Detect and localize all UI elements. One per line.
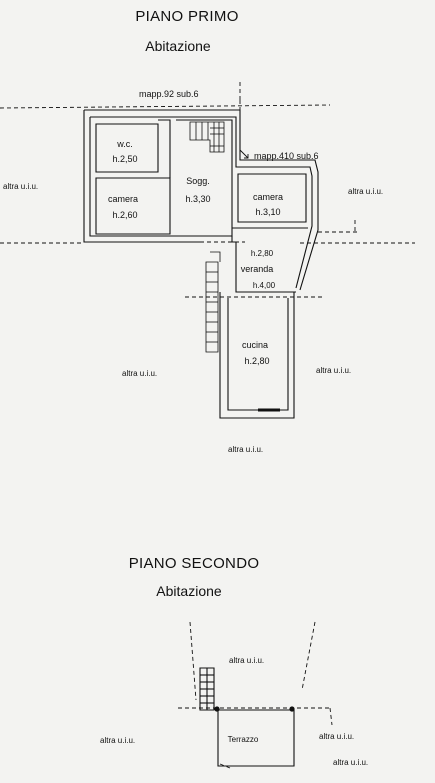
parcel-label-b: mapp.410 sub.6 [254, 151, 319, 161]
room-soggiorno-name: Sogg. [186, 176, 210, 186]
room-camera-right-height: h.3,10 [255, 207, 281, 217]
floor2-neighbor-top: altra u.i.u. [229, 656, 265, 665]
stairs-upper [189, 121, 225, 153]
veranda-height-bottom: h.4,00 [252, 281, 276, 290]
room-soggiorno-height: h.3,30 [185, 194, 211, 204]
building-walls [83, 109, 319, 419]
neighbor-bottom: altra u.i.u. [228, 445, 264, 454]
stairs-lower [205, 251, 221, 353]
floor2-neighbor-right: altra u.i.u. [319, 732, 355, 741]
room-camera-left-name: camera [107, 194, 139, 204]
neighbor-lower-right: altra u.i.u. [316, 366, 352, 375]
room-wc-name: w.c. [117, 139, 133, 149]
floor2-walls [199, 667, 295, 767]
floor1-subtitle: Abitazione [145, 38, 211, 54]
room-camera-right-name: camera [252, 192, 284, 202]
room-camera-left-height: h.2,60 [112, 210, 138, 220]
veranda-height-top: h.2,80 [250, 249, 274, 258]
floor2-boundary-lines [178, 621, 333, 769]
neighbor-left: altra u.i.u. [3, 182, 39, 191]
room-terrazzo-name: Terrazzo [227, 735, 259, 744]
floor1-title: PIANO PRIMO [135, 8, 239, 25]
room-wc-height: h.2,50 [112, 154, 138, 164]
floor2-subtitle: Abitazione [156, 583, 222, 599]
neighbor-lower-left: altra u.i.u. [122, 369, 158, 378]
room-cucina-name: cucina [241, 340, 269, 350]
room-cucina-height: h.2,80 [244, 356, 270, 366]
room-veranda-name: veranda [240, 264, 274, 274]
floor2-title: PIANO SECONDO [128, 555, 260, 572]
parcel-label-a: mapp.92 sub.6 [139, 89, 199, 99]
floor2-neighbor-left: altra u.i.u. [100, 736, 136, 745]
floor2-neighbor-bottom-right: altra u.i.u. [333, 758, 369, 767]
neighbor-right: altra u.i.u. [348, 187, 384, 196]
